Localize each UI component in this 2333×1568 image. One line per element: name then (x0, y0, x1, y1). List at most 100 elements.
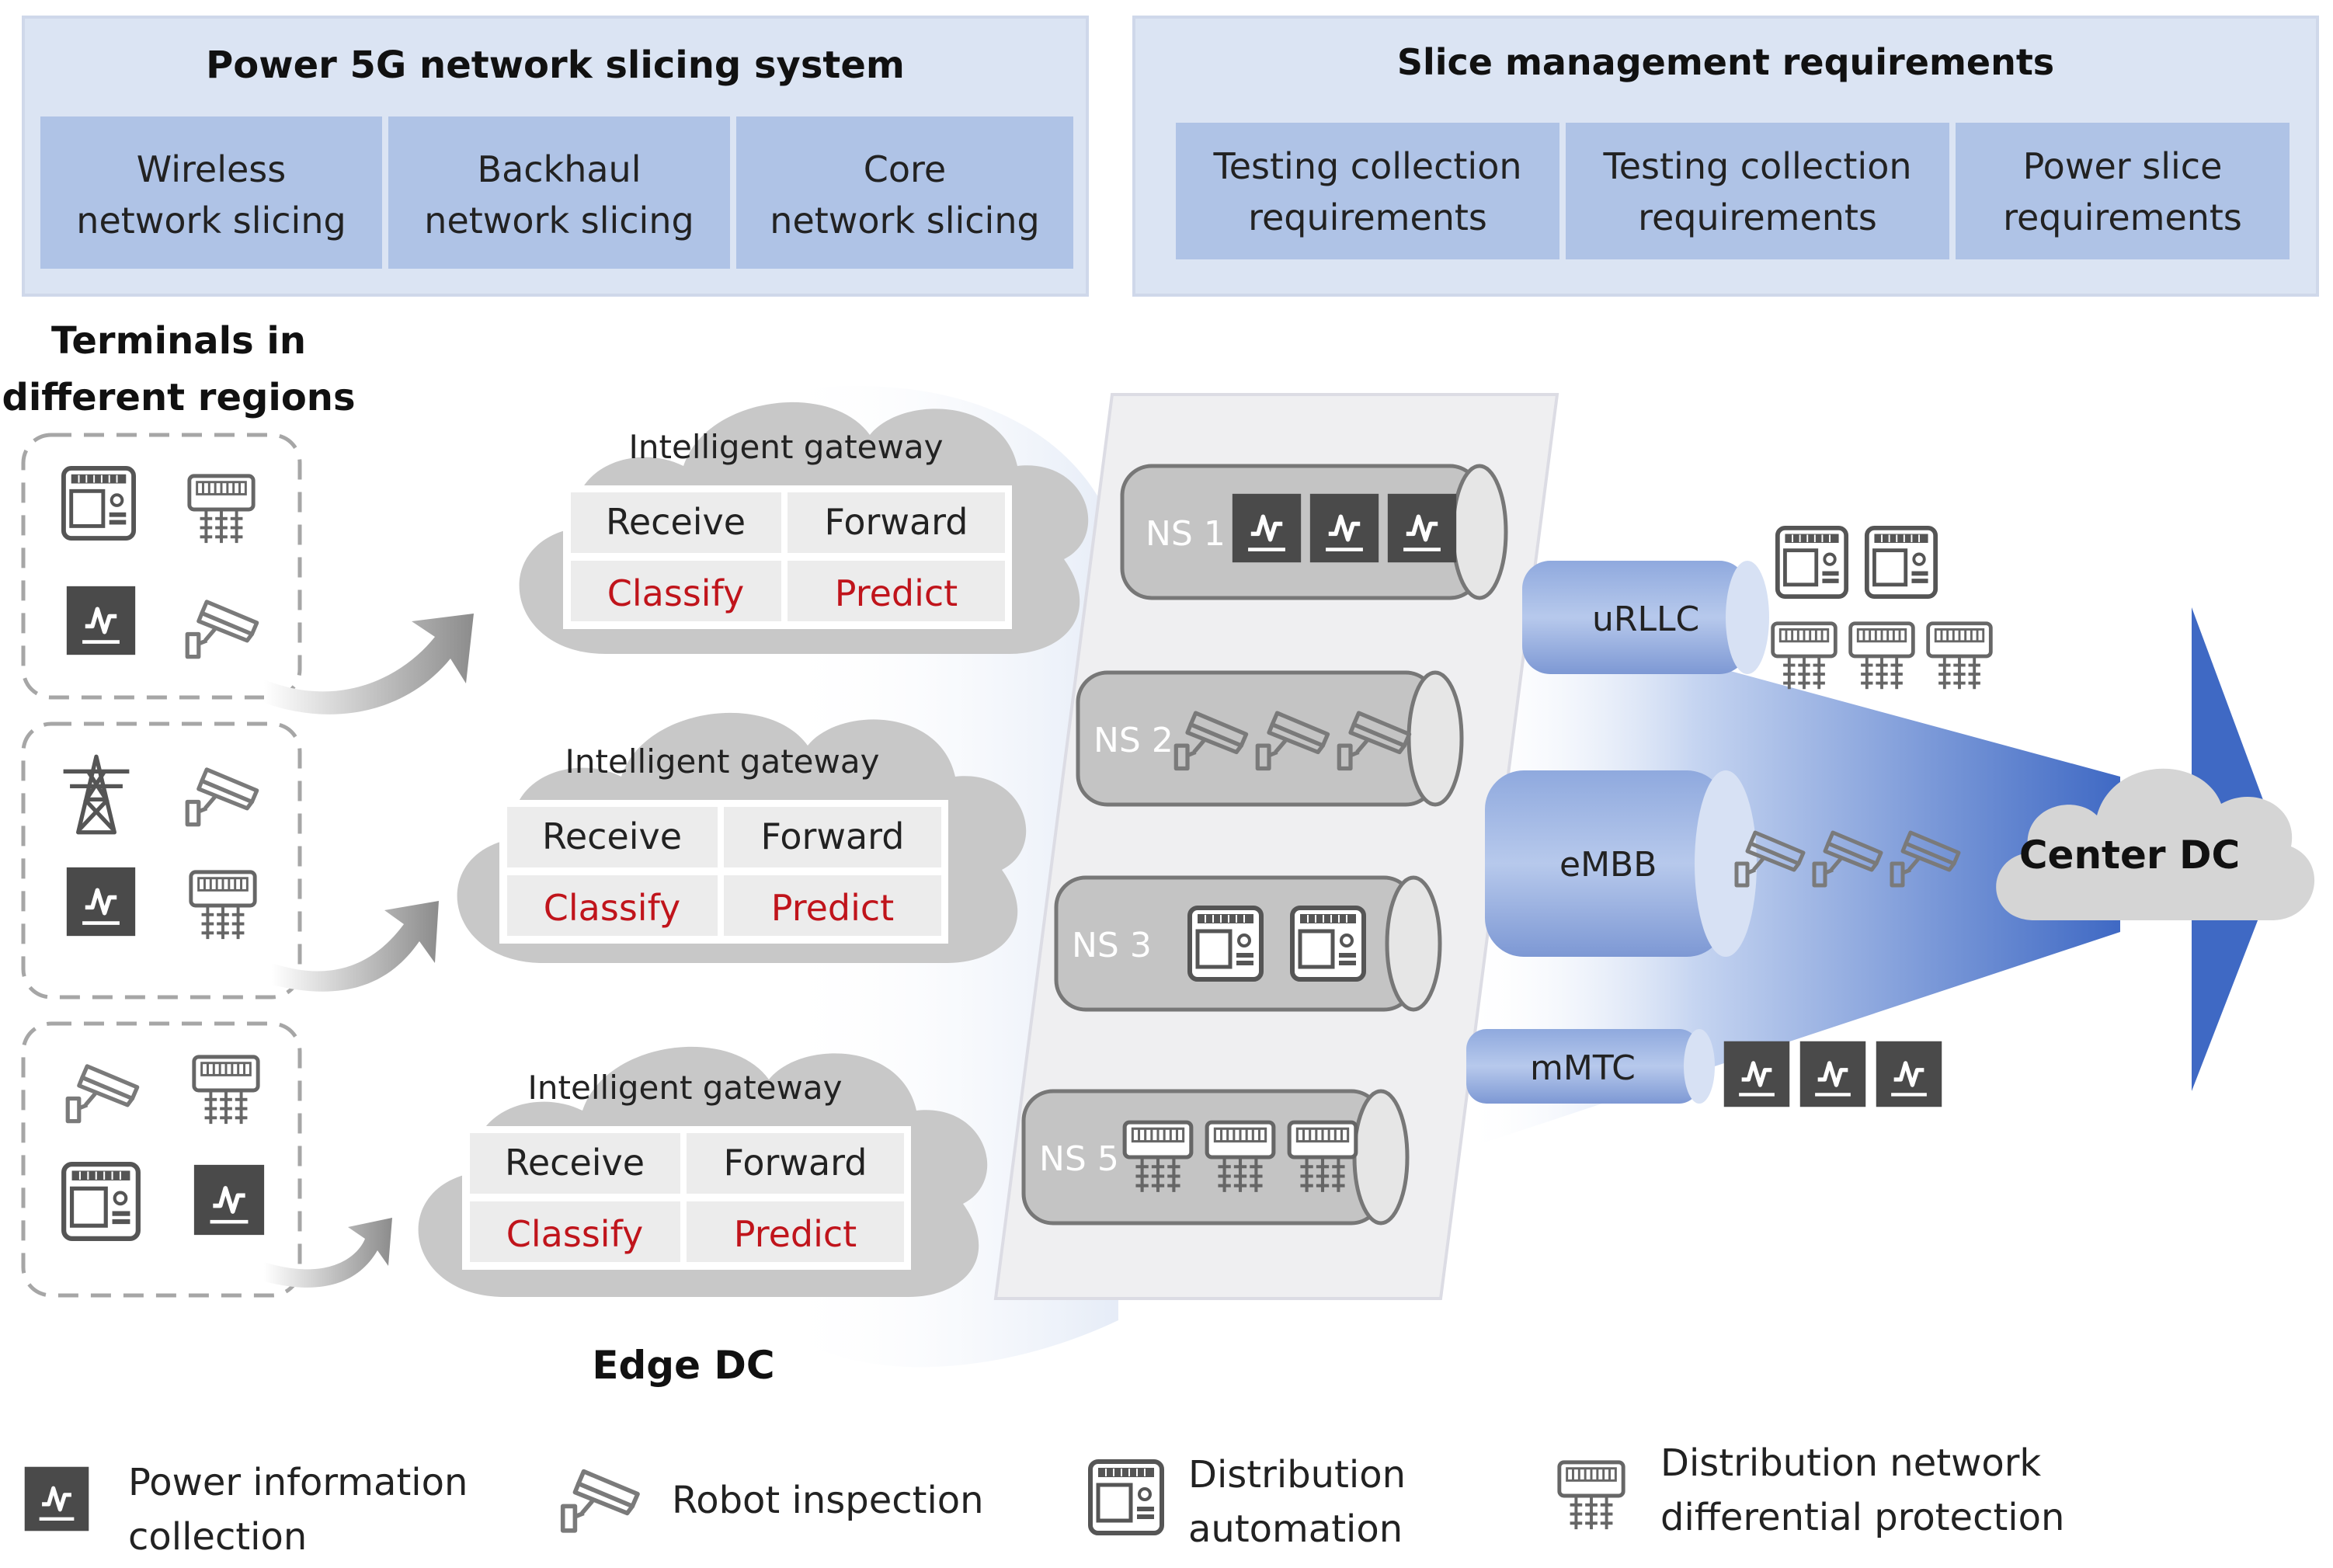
terminals-title-line1: Terminals in (51, 319, 306, 363)
urllc-distribution-automation-icon-1 (1778, 528, 1846, 596)
ns1-power-info-icon-1 (1233, 494, 1301, 562)
ns1-label: NS 1 (1146, 514, 1226, 554)
req-cell-2-l2: requirements (1638, 196, 1877, 238)
legend-distribution-automation-icon (1090, 1462, 1162, 1533)
gateway3-forward: Forward (724, 1142, 867, 1184)
service-funnel (1464, 614, 2120, 1149)
cell-backhaul-l2: network slicing (424, 200, 694, 242)
edge-dc-label: Edge DC (592, 1343, 774, 1388)
urllc-label: uRLLC (1592, 600, 1699, 639)
legend-differential-protection-icon (1559, 1462, 1623, 1529)
region1-differential-protection-icon (189, 476, 253, 543)
terminals-title-line2: different regions (2, 376, 355, 419)
ns3-tube: NS 3 (1054, 875, 1442, 1012)
region2-robot-camera-icon (187, 770, 256, 825)
region3-differential-protection-icon (194, 1057, 258, 1124)
legend-power-info-icon (25, 1467, 89, 1531)
cell-core-l1: Core (864, 148, 946, 190)
ns3-distribution-automation-icon-2 (1292, 908, 1364, 979)
embb-tube: eMBB (1485, 770, 1959, 957)
gateway3-predict: Predict (734, 1213, 857, 1255)
legend-item-differential-protection: Distribution network differential protec… (1559, 1441, 2064, 1539)
gateway1-forward: Forward (825, 501, 968, 543)
region1-distribution-automation-icon (64, 468, 134, 538)
gateway-cloud-3: Intelligent gateway Receive Forward Clas… (418, 1046, 988, 1297)
top-right-panel: Slice management requirements Testing co… (1132, 16, 2319, 297)
mmtc-devices (1724, 1041, 1942, 1107)
gateway2-classify: Classify (544, 887, 680, 929)
legend-dp-l1: Distribution network (1660, 1441, 2041, 1485)
legend-item-distribution-automation: Distribution automation (1090, 1453, 1406, 1551)
terminal-region-2 (21, 721, 302, 1000)
region1-power-info-icon (67, 586, 135, 655)
ns1-power-info-icon-2 (1310, 494, 1379, 562)
gateway2-title: Intelligent gateway (565, 742, 880, 781)
gateway1-predict: Predict (835, 572, 958, 614)
gateway2-forward: Forward (761, 815, 905, 857)
legend-da-l2: automation (1188, 1507, 1403, 1551)
legend-power-info-l1: Power information (128, 1461, 468, 1504)
gateway2-receive: Receive (542, 815, 682, 857)
ns1-power-info-icon-3 (1388, 494, 1456, 562)
gateway3-title: Intelligent gateway (528, 1069, 843, 1107)
legend-dp-l2: differential protection (1660, 1496, 2064, 1539)
legend-da-l1: Distribution (1188, 1453, 1406, 1497)
top-left-panel: Power 5G network slicing system Wireless… (22, 16, 1089, 297)
region3-robot-camera-icon (68, 1066, 137, 1121)
region2-transmission-tower-icon (64, 756, 130, 833)
ns3-label: NS 3 (1072, 926, 1152, 965)
urllc-distribution-automation-icon-2 (1867, 528, 1935, 596)
mmtc-power-info-icon-2 (1800, 1041, 1865, 1107)
center-dc-label: Center DC (2019, 833, 2240, 878)
mmtc-tube: mMTC (1466, 1029, 1715, 1104)
center-dc-cloud: Center DC (1996, 768, 2315, 920)
legend: Power information collection Robot inspe… (25, 1441, 2064, 1559)
region2-arrow (272, 901, 439, 992)
gateway1-classify: Classify (607, 572, 744, 614)
req-cell-2-l1: Testing collection (1602, 145, 1911, 187)
ns2-tube: NS 2 (1076, 670, 1464, 807)
mmtc-label: mMTC (1530, 1048, 1636, 1088)
ns3-distribution-automation-icon-1 (1190, 908, 1261, 979)
mmtc-power-info-icon-3 (1876, 1041, 1942, 1107)
urllc-differential-protection-icon-1 (1773, 624, 1836, 689)
legend-power-info-l2: collection (128, 1515, 307, 1559)
legend-item-robot: Robot inspection (563, 1472, 984, 1531)
gateway3-receive: Receive (505, 1142, 645, 1184)
legend-item-power-info: Power information collection (25, 1461, 468, 1559)
ns5-tube: NS 5 (1021, 1089, 1410, 1226)
gateway2-predict: Predict (771, 887, 894, 929)
urllc-devices (1773, 528, 1991, 689)
region1-arrow (264, 614, 474, 714)
ns2-label: NS 2 (1093, 721, 1173, 760)
gateway1-receive: Receive (606, 501, 746, 543)
top-right-title: Slice management requirements (1397, 41, 2054, 83)
req-cell-3-l1: Power slice (2023, 145, 2223, 187)
urllc-differential-protection-icon-2 (1851, 624, 1914, 689)
region3-distribution-automation-icon (64, 1164, 138, 1239)
region2-power-info-icon (67, 867, 135, 936)
req-cell-3-l2: requirements (2003, 196, 2242, 238)
legend-robot-l1: Robot inspection (672, 1479, 984, 1522)
terminal-region-1 (21, 433, 302, 700)
cell-wireless-l1: Wireless (137, 148, 286, 190)
req-cell-1-l1: Testing collection (1212, 145, 1521, 187)
gateway1-title: Intelligent gateway (629, 428, 944, 466)
slice-panel (993, 393, 1559, 1300)
gateway-cloud-2: Intelligent gateway Receive Forward Clas… (457, 712, 1027, 963)
region3-arrow (264, 1218, 392, 1288)
gateway-cloud-1: Intelligent gateway Receive Forward Clas… (519, 402, 1089, 654)
embb-label: eMBB (1559, 845, 1657, 885)
ns5-label: NS 5 (1039, 1139, 1119, 1179)
top-left-title: Power 5G network slicing system (206, 43, 905, 87)
cell-backhaul-l1: Backhaul (478, 148, 641, 190)
terminal-region-3 (21, 1021, 302, 1298)
mmtc-power-info-icon-1 (1724, 1041, 1789, 1107)
urllc-differential-protection-icon-3 (1928, 624, 1991, 689)
cell-wireless-l2: network slicing (76, 200, 346, 242)
ns1-tube: NS 1 (1120, 464, 1508, 600)
urllc-tube: uRLLC (1522, 561, 1769, 674)
region1-robot-camera-icon (187, 602, 256, 657)
gateway3-classify: Classify (506, 1213, 643, 1255)
